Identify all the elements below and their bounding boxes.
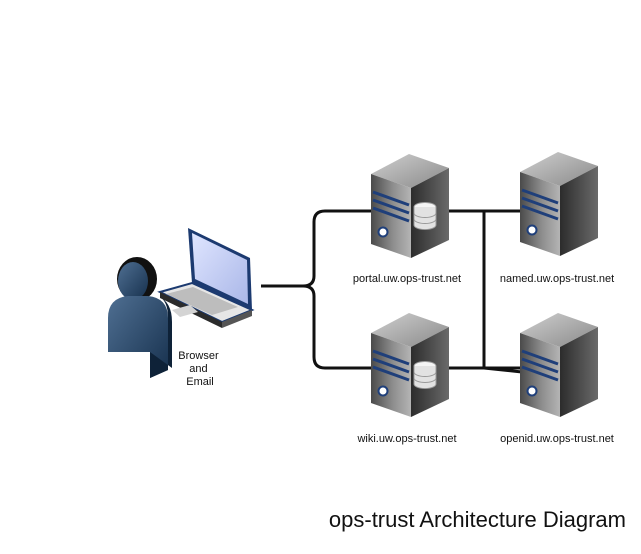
connector-branch-portal <box>302 209 372 288</box>
server-node-named: named.uw.ops-trust.net <box>500 150 614 285</box>
server-label: wiki.uw.ops-trust.net <box>356 433 456 445</box>
server-icon <box>369 152 451 260</box>
diagram-title: ops-trust Architecture Diagram <box>329 507 626 532</box>
user-icon <box>108 257 172 378</box>
connector-bus-openid <box>483 366 523 374</box>
server-node-wiki: wiki.uw.ops-trust.net <box>356 311 457 445</box>
laptop-icon <box>157 228 255 328</box>
server-icon <box>369 311 451 419</box>
server-label: openid.uw.ops-trust.net <box>500 433 614 445</box>
client-label-line: Browser <box>178 350 219 362</box>
client-label: Browser and Email <box>178 350 221 388</box>
server-node-portal: portal.uw.ops-trust.net <box>353 152 461 285</box>
client-node: Browser and Email <box>108 228 255 388</box>
connector-branch-wiki <box>302 284 372 370</box>
server-icon <box>518 150 600 258</box>
server-node-openid: openid.uw.ops-trust.net <box>500 311 614 445</box>
database-icon <box>413 361 437 389</box>
database-icon <box>413 202 437 230</box>
connector-lines <box>261 209 523 374</box>
server-icon <box>518 311 600 419</box>
client-label-line: and <box>189 363 207 375</box>
client-label-line: Email <box>186 376 214 388</box>
server-label: portal.uw.ops-trust.net <box>353 273 461 285</box>
server-label: named.uw.ops-trust.net <box>500 273 614 285</box>
